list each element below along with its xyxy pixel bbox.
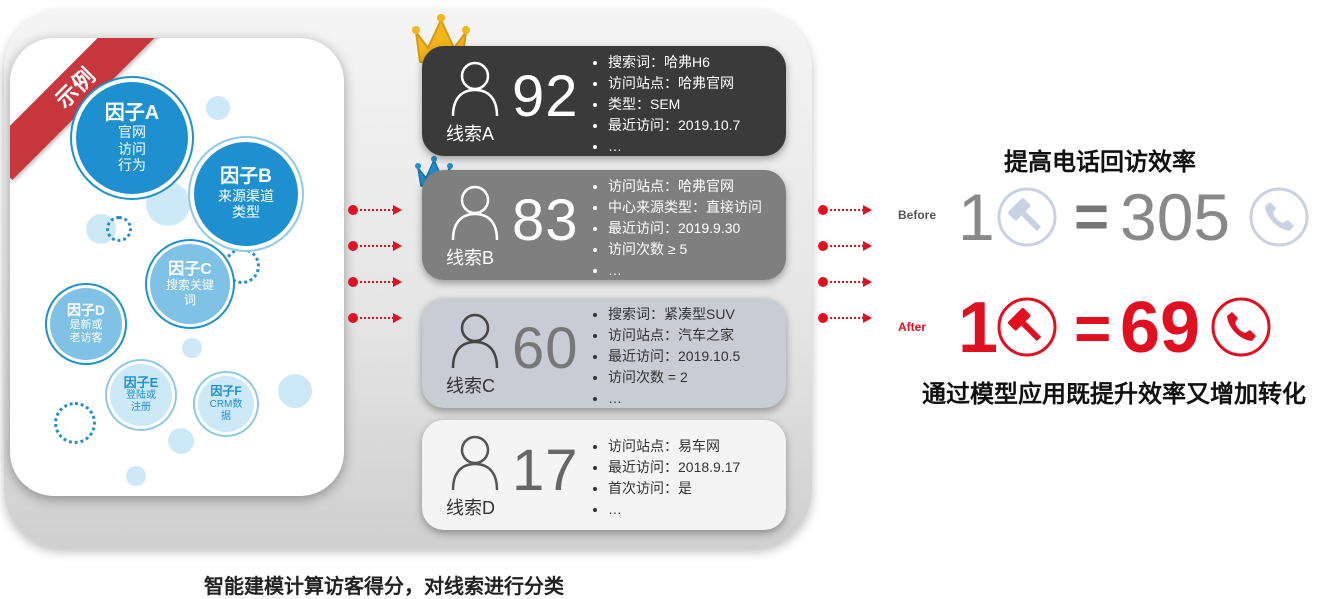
diagram-caption: 智能建模计算访客得分，对线索进行分类 [204,576,564,598]
lead-detail: 最近访问：2018.9.17 [608,457,740,478]
lead-detail: 搜索词：哈弗H6 [608,52,740,73]
lead-label: 线索C [446,376,495,396]
factor-subtitle: 搜索关键词 [166,278,215,307]
decor-bubble [168,428,194,454]
lead-card-b: 线索B 83 访问站点：哈弗官网 中心来源类型：直接访问 最近访问：2019.9… [422,170,786,280]
lead-detail: 搜索词：紧凑型SUV [608,304,740,325]
factor-title: 因子C [168,260,212,278]
lead-detail: 访问次数 ≥ 5 [608,239,762,260]
flow-arrow [348,205,402,215]
after-left-value: 1 [958,288,999,368]
lead-detail: 访问站点：易车网 [608,436,740,457]
factor-title: 因子F [210,384,242,399]
lead-detail: 中心来源类型：直接访问 [608,197,762,218]
lead-score: 17 [512,438,579,503]
flow-arrow [818,313,872,323]
person-icon [451,435,499,491]
factor-c-bubble: 因子C 搜索关键词 [150,244,230,324]
comparison-title: 提高电话回访效率 [1004,149,1196,176]
phone-icon [1249,187,1309,247]
before-label: Before [898,208,937,222]
lead-detail: 访问次数 = 2 [608,367,740,388]
person-icon [451,313,499,369]
decor-bubble [278,374,312,408]
factor-title: 因子D [66,302,106,319]
decor-bubble [182,338,202,358]
factor-d-bubble: 因子D 是新或老访客 [50,288,122,360]
before-right-value: 305 [1120,180,1231,254]
lead-label: 线索B [446,248,495,268]
decor-bubble [206,96,230,120]
lead-detail: … [608,499,740,520]
lead-detail: 访问站点：汽车之家 [608,325,740,346]
factor-a-bubble: 因子A 官网访问行为 [76,82,188,194]
flow-arrow [348,277,402,287]
factor-e-bubble: 因子E 登陆或注册 [110,364,172,426]
lead-score: 60 [512,316,579,381]
gavel-icon [997,297,1057,357]
decor-ring [54,402,96,444]
lead-detail: 最近访问：2019.10.7 [608,115,740,136]
after-right-value: 69 [1120,288,1201,368]
factor-title: 因子A [104,101,160,124]
lead-label: 线索A [446,124,495,144]
after-label: After [898,320,927,334]
factors-panel: 示例 因子A 官网访问行为 因子B 来源渠道类型 因子C 搜索关键词 因子D 是… [10,38,344,496]
lead-details: 访问站点：易车网 最近访问：2018.9.17 首次访问：是 … [582,436,740,520]
lead-detail: 访问站点：哈弗官网 [608,73,740,94]
lead-card-a: 线索A 92 搜索词：哈弗H6 访问站点：哈弗官网 类型：SEM 最近访问：20… [422,46,786,156]
gavel-icon [997,187,1057,247]
phone-icon [1211,297,1271,357]
factor-b-bubble: 因子B 来源渠道类型 [194,142,298,246]
factor-subtitle: CRM数据 [209,398,243,422]
decor-ring [106,216,132,242]
lead-detail: 最近访问：2019.10.5 [608,346,740,367]
lead-card-c: 线索C 60 搜索词：紧凑型SUV 访问站点：汽车之家 最近访问：2019.10… [422,298,786,408]
lead-detail: … [608,388,740,409]
lead-detail: … [608,136,740,157]
factor-title: 因子E [123,374,159,390]
decor-bubble [126,466,146,486]
flow-arrow [348,241,402,251]
lead-detail: 首次访问：是 [608,478,740,499]
after-equals: = [1074,292,1112,364]
lead-detail: 访问站点：哈弗官网 [608,176,762,197]
lead-details: 搜索词：紧凑型SUV 访问站点：汽车之家 最近访问：2019.10.5 访问次数… [582,304,740,409]
flow-arrow [348,313,402,323]
flow-arrow [818,277,872,287]
before-equals: = [1074,183,1110,250]
lead-card-d: 线索D 17 访问站点：易车网 最近访问：2018.9.17 首次访问：是 … [422,420,786,530]
conclusion-text: 通过模型应用既提升效率又增加转化 [922,381,1306,408]
person-icon [451,61,499,117]
factor-subtitle: 登陆或注册 [126,390,156,414]
lead-detail: 最近访问：2019.9.30 [608,218,762,239]
factor-subtitle: 是新或老访客 [69,318,103,344]
lead-details: 搜索词：哈弗H6 访问站点：哈弗官网 类型：SEM 最近访问：2019.10.7… [582,52,740,157]
factor-title: 因子B [220,165,272,187]
lead-label: 线索D [446,498,495,518]
lead-score: 92 [512,64,579,129]
lead-detail: 类型：SEM [608,94,740,115]
lead-score: 83 [512,188,579,253]
factor-subtitle: 来源渠道类型 [218,187,274,221]
lead-details: 访问站点：哈弗官网 中心来源类型：直接访问 最近访问：2019.9.30 访问次… [582,176,762,281]
before-left-value: 1 [958,180,995,254]
person-icon [451,185,499,241]
factor-f-bubble: 因子F CRM数据 [198,376,254,432]
flow-arrow [818,205,872,215]
factor-subtitle: 官网访问行为 [118,123,146,174]
flow-arrow [818,241,872,251]
lead-detail: … [608,260,762,281]
